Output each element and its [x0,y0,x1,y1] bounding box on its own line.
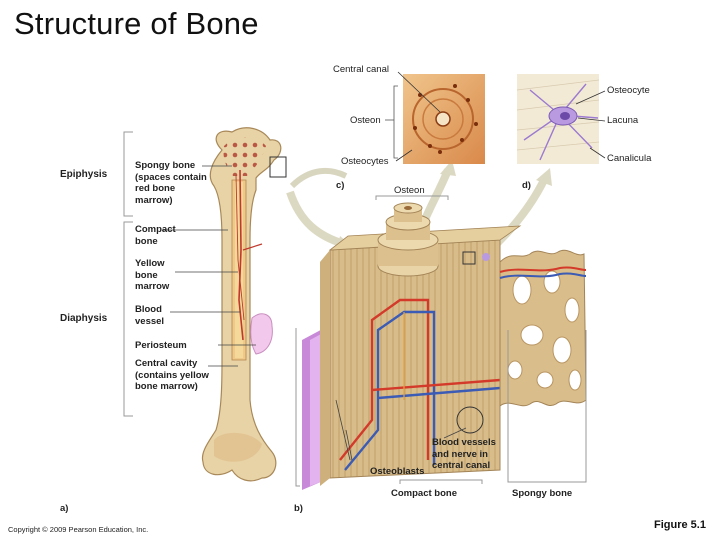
label-central-cavity: Central cavity(contains yellow bone marr… [135,358,209,392]
spongy-bone-block [499,249,587,408]
osteon-micrograph [385,71,485,164]
label-osteon-b: Osteon [394,185,425,196]
figure-number: Figure 5.1 [654,519,706,531]
label-periosteum: Periosteum [135,340,187,351]
panel-b-letter: b) [294,503,303,514]
panel-a-brackets [123,131,133,417]
copyright-notice: Copyright © 2009 Pearson Education, Inc. [8,525,149,534]
panel-a-letter: a) [60,503,69,514]
label-lacuna: Lacuna [607,115,639,126]
label-central-canal: Central canal [333,64,389,75]
label-diaphysis: Diaphysis [60,313,108,324]
label-osteon-c: Osteon [350,115,381,126]
long-bone-figure [201,127,287,482]
label-osteocyte: Osteocyte [607,85,650,96]
panel-d-letter: d) [522,180,531,191]
osteocyte-micrograph [516,74,606,164]
panel-c-letter: c) [336,180,345,191]
compact-bone-block [302,202,522,490]
panel-b-leader-lines [335,399,467,461]
label-osteocytes: Osteocytes [341,156,389,167]
panel-b-brackets [295,195,587,487]
label-spongy-bone-b: Spongy bone [512,488,573,499]
label-epiphysis: Epiphysis [60,169,108,180]
panel-a-leader-lines [162,165,256,367]
label-osteoblasts: Osteoblasts [370,466,425,477]
label-canalicula: Canalicula [607,153,652,164]
label-compact-bone-b: Compact bone [391,488,457,499]
page-title: Structure of Bone [14,6,259,41]
